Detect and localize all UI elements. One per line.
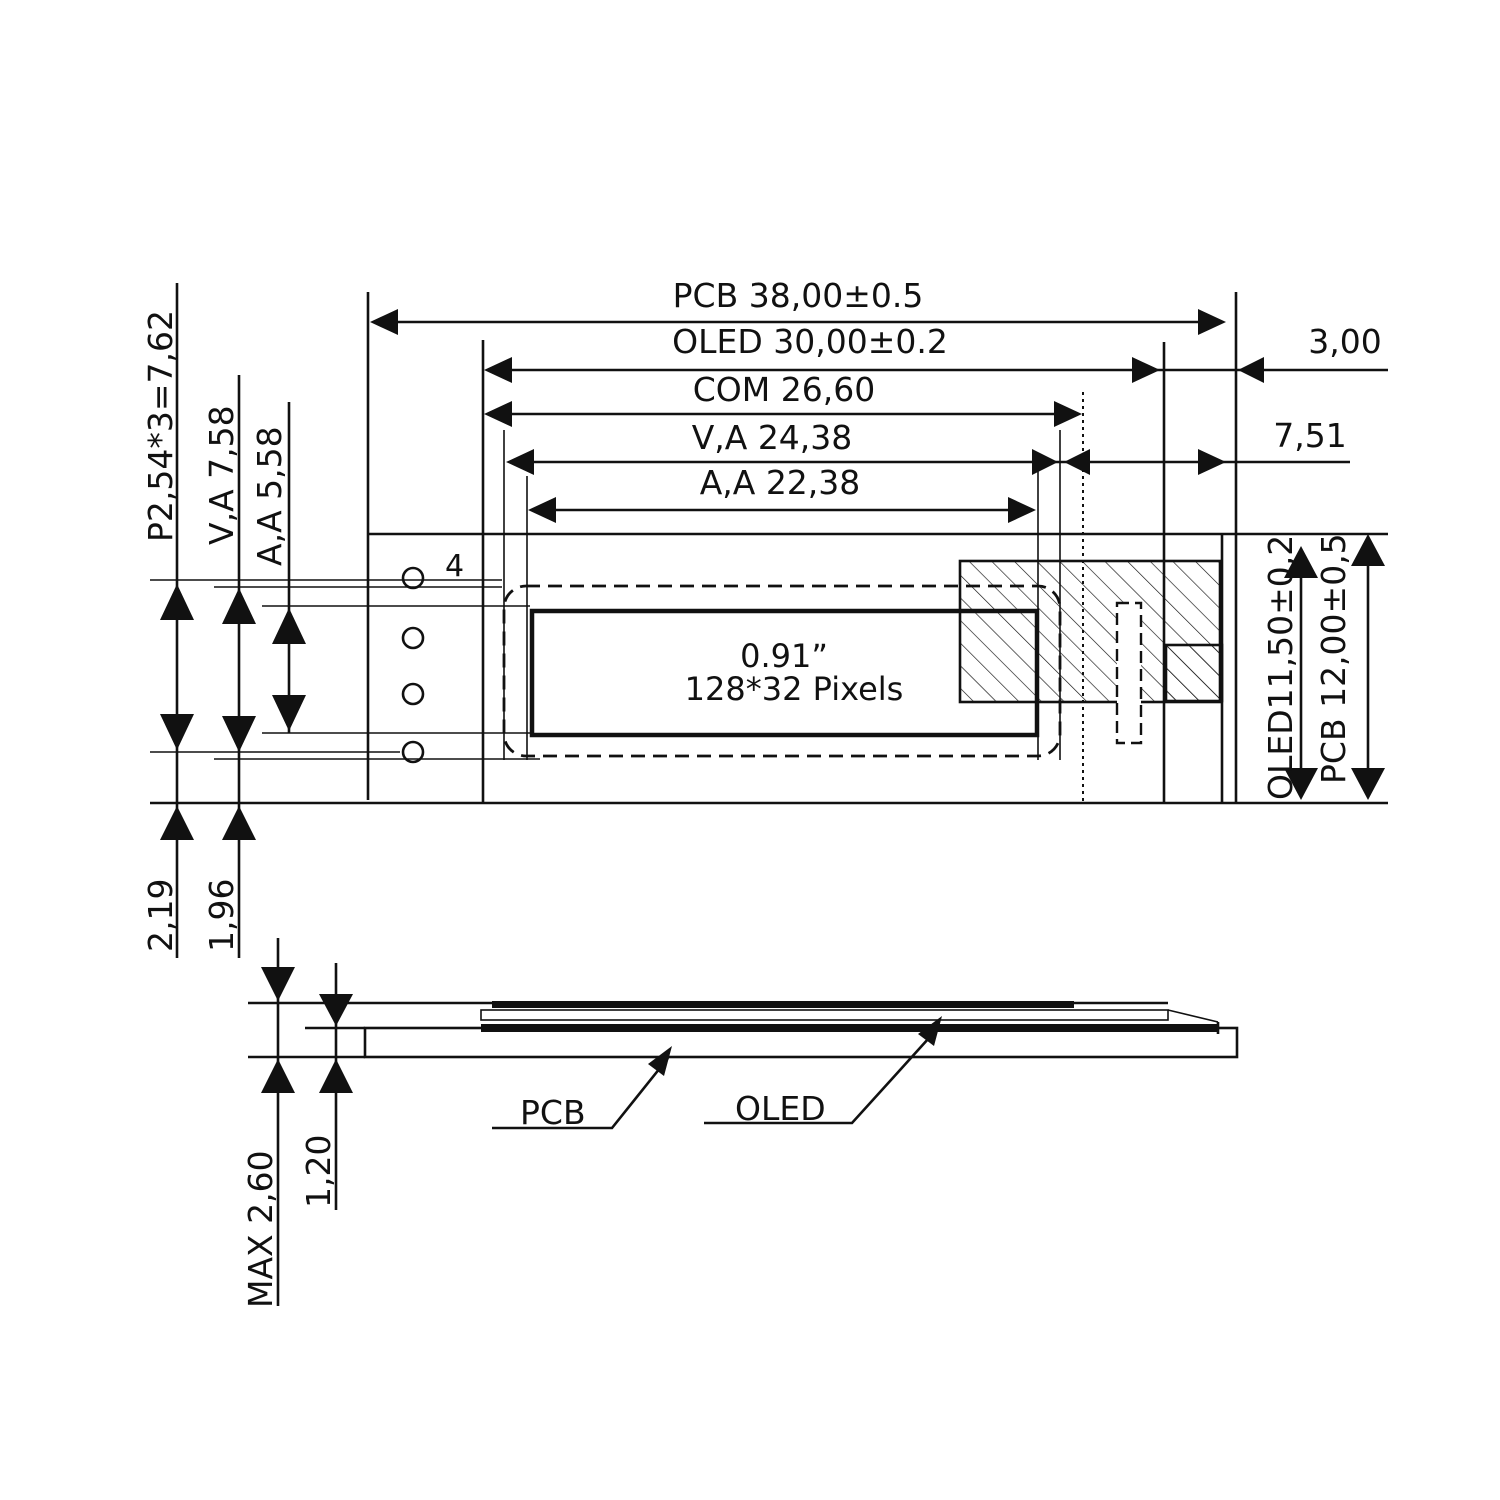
oled-width-dimension: OLED 30,00±0.2 3,00 bbox=[484, 322, 1388, 383]
svg-text:P2,54*3=7,62: P2,54*3=7,62 bbox=[141, 310, 180, 542]
svg-text:OLED 30,00±0.2: OLED 30,00±0.2 bbox=[672, 322, 948, 361]
svg-text:OLED11,50±0,2: OLED11,50±0,2 bbox=[1261, 535, 1300, 800]
right-offset-mid-label: 7,51 bbox=[1273, 416, 1346, 455]
svg-text:1,20: 1,20 bbox=[299, 1135, 338, 1208]
display-size-label: 0.91” bbox=[740, 637, 828, 675]
svg-text:MAX 2,60: MAX 2,60 bbox=[241, 1150, 280, 1308]
pin-hole bbox=[401, 740, 425, 764]
svg-text:A,A 5,58: A,A 5,58 bbox=[250, 426, 289, 566]
side-view: PCB OLED MAX 2,60 1,20 bbox=[241, 938, 1239, 1308]
display-resolution-label: 128*32 Pixels bbox=[685, 670, 904, 708]
left-dimensions: P2,54*3=7,62 V,A 7,58 A,A 5,58 2,19 1,96 bbox=[141, 283, 540, 958]
svg-text:PCB 38,00±0.5: PCB 38,00±0.5 bbox=[673, 276, 924, 315]
com-width-dimension: COM 26,60 bbox=[484, 370, 1082, 427]
right-dimensions: OLED11,50±0,2 PCB 12,00±0,5 bbox=[1261, 533, 1385, 800]
pin-hole bbox=[401, 566, 425, 590]
svg-text:2,19: 2,19 bbox=[141, 879, 180, 952]
svg-text:V,A 7,58: V,A 7,58 bbox=[202, 405, 241, 545]
svg-text:V,A 24,38: V,A 24,38 bbox=[692, 418, 853, 457]
svg-text:A,A 22,38: A,A 22,38 bbox=[700, 463, 861, 502]
top-view bbox=[150, 292, 1388, 805]
side-oled-label: OLED bbox=[735, 1089, 826, 1128]
pin-header: 4 bbox=[401, 549, 464, 764]
pcb-width-dimension: PCB 38,00±0.5 bbox=[370, 276, 1226, 335]
svg-text:1,96: 1,96 bbox=[202, 879, 241, 952]
va-width-dimension: V,A 24,38 7,51 bbox=[506, 416, 1350, 475]
pin-number-label: 4 bbox=[445, 549, 464, 584]
flex-cable-region bbox=[958, 559, 1224, 745]
right-offset-top-label: 3,00 bbox=[1308, 322, 1381, 361]
pin-hole bbox=[401, 682, 425, 706]
oled-display-outline: 0.91” 128*32 Pixels bbox=[502, 584, 1062, 758]
svg-text:PCB 12,00±0,5: PCB 12,00±0,5 bbox=[1314, 533, 1353, 784]
aa-width-dimension: A,A 22,38 bbox=[528, 463, 1036, 523]
side-pcb-label: PCB bbox=[520, 1093, 586, 1132]
svg-text:COM 26,60: COM 26,60 bbox=[693, 370, 875, 409]
pin-hole bbox=[401, 626, 425, 650]
